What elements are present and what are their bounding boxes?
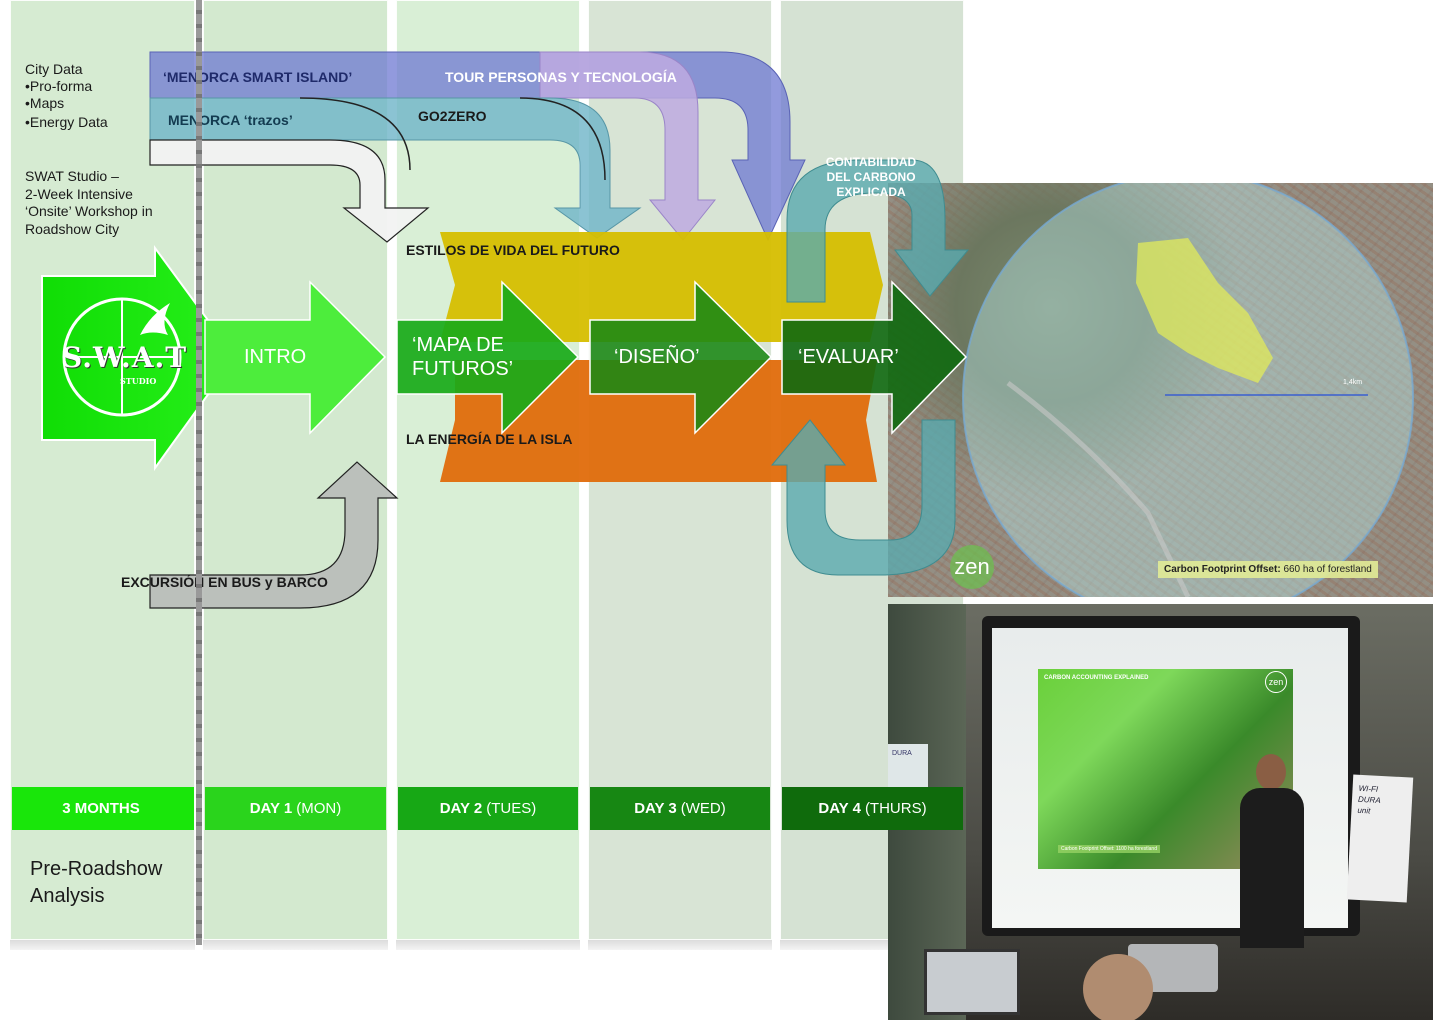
menorca-trazos-label: MENORCA ‘trazos’ — [168, 112, 293, 128]
diseno-label: ‘DISEÑO’ — [614, 346, 700, 368]
evaluar-arrow — [781, 280, 968, 435]
city-data-notes: City Data •Pro-forma •Maps •Energy Data — [25, 61, 108, 130]
swat-logo-subtext: STUDIO — [120, 376, 157, 386]
band-energia — [440, 360, 877, 482]
excursion-label: EXCURSIÓN EN BUS y BARCO — [121, 574, 328, 590]
column-shadow — [10, 940, 195, 950]
carbon-offset-label: Carbon Footprint Offset: 660 ha of fores… — [1158, 561, 1378, 578]
intro-arrow — [204, 280, 387, 435]
band-estilos — [440, 232, 883, 342]
tour-label: TOUR PERSONAS Y TECNOLOGÍA — [445, 69, 677, 85]
swat-logo-text: S.W.A.T — [62, 341, 188, 374]
mapa-arrow — [396, 280, 580, 435]
map-scale-label: 1,4km — [1343, 379, 1363, 386]
column-shadow — [588, 940, 772, 950]
go2zero-label: GO2ZERO — [418, 108, 487, 124]
satellite-map: 1,4km Carbon Footprint Offset: 660 ha of… — [888, 183, 1433, 597]
column-shadow — [780, 940, 964, 950]
contabilidad-arrow — [786, 159, 970, 303]
pre-roadshow-label: Pre-Roadshow Analysis — [30, 858, 163, 907]
estilos-label: ESTILOS DE VIDA DEL FUTURO — [406, 242, 620, 258]
banner-text: DURA — [892, 750, 912, 757]
zen-logo: zen — [950, 545, 994, 589]
energia-label: LA ENERGÍA DE LA ISLA — [406, 431, 573, 447]
slide-title: CARBON ACCOUNTING EXPLAINED — [1044, 675, 1149, 681]
audience-head — [1083, 954, 1153, 1020]
swat-logo-flame — [140, 303, 170, 335]
intro-label: INTRO — [244, 346, 307, 368]
presenter — [1240, 754, 1304, 948]
column-shadow — [396, 940, 580, 950]
map-overlay — [962, 183, 1414, 597]
slide-footer: Carbon Footprint Offset: 1100 ha forestl… — [1058, 845, 1160, 853]
swat-logo-circle — [62, 297, 182, 417]
day-bar-day-4: DAY 4(THURS) — [782, 787, 963, 830]
slide-logo: zen — [1265, 671, 1287, 693]
swat-logo-crosshair — [66, 300, 178, 414]
day-bar-3-months: 3 MONTHS — [12, 787, 194, 830]
column-shadow — [203, 940, 388, 950]
day-bar-day-3: DAY 3(WED) — [590, 787, 770, 830]
day-bar-day-1: DAY 1(MON) — [205, 787, 386, 830]
excursion-arrow — [149, 461, 399, 609]
return-arrow — [770, 419, 956, 576]
diseno-arrow — [589, 280, 773, 435]
white-down-arrow — [149, 139, 430, 243]
menorca-smart-island-label: ‘MENORCA SMART ISLAND’ — [163, 69, 353, 85]
evaluar-label: ‘EVALUAR’ — [798, 346, 899, 368]
laptop-screen — [924, 949, 1020, 1015]
carbon-offset-bold: Carbon Footprint Offset: — [1164, 564, 1281, 575]
pre-roadshow-divider — [196, 0, 202, 945]
band-tour-arrow — [149, 51, 806, 242]
swat-studio-notes: SWAT Studio – 2-Week Intensive ‘Onsite’ … — [25, 168, 153, 237]
band-trazos-arrow — [149, 97, 642, 239]
carbon-offset-value: 660 ha of forestland — [1283, 564, 1372, 575]
band-smart-island-arrow — [539, 51, 717, 241]
day-bar-day-2: DAY 2(TUES) — [398, 787, 578, 830]
